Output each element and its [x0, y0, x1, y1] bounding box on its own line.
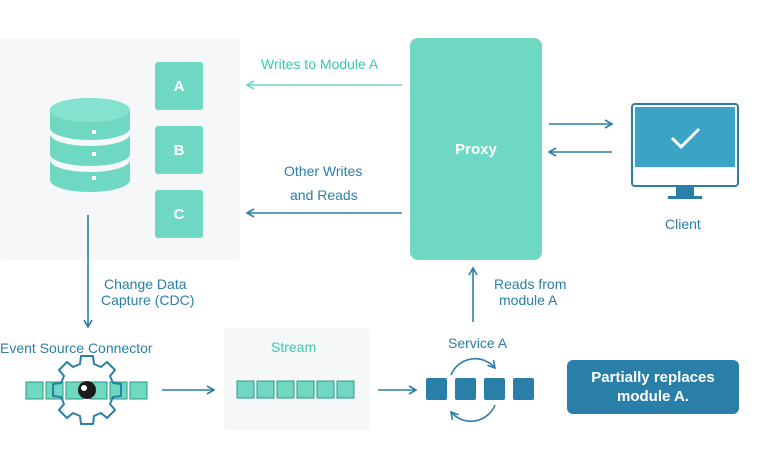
monitor-checkmark-icon — [631, 103, 739, 199]
other-writes-label-2: and Reads — [290, 187, 358, 203]
gear-icon — [52, 355, 122, 425]
service-a-label: Service A — [448, 335, 508, 351]
writes-to-module-a-label: Writes to Module A — [261, 56, 379, 72]
banner-line-1: Partially replaces — [591, 369, 715, 386]
stream-blocks — [236, 380, 355, 399]
stream-label: Stream — [271, 339, 317, 355]
service-a-blocks — [426, 378, 534, 400]
reads-from-label-2: module A — [499, 292, 558, 308]
module-b: B — [155, 126, 203, 174]
refresh-icon — [449, 358, 497, 422]
event-source-connector-label: Event Source Connector — [0, 340, 153, 356]
event-source-blocks — [25, 381, 148, 400]
proxy-box: Proxy — [410, 38, 542, 260]
other-writes-label-1: Other Writes — [284, 163, 363, 179]
reads-from-label-1: Reads from — [494, 276, 567, 292]
cdc-label-2: Capture (CDC) — [101, 292, 195, 308]
proxy-label: Proxy — [455, 140, 497, 158]
database-icon — [50, 98, 130, 192]
module-a: A — [155, 62, 203, 110]
client-label: Client — [665, 216, 701, 232]
cdc-label-1: Change Data — [104, 276, 187, 292]
partially-replaces-banner: Partially replaces module A. — [567, 360, 739, 414]
module-c: C — [155, 190, 203, 238]
stream-panel — [224, 328, 370, 430]
banner-line-2: module A. — [617, 388, 689, 405]
